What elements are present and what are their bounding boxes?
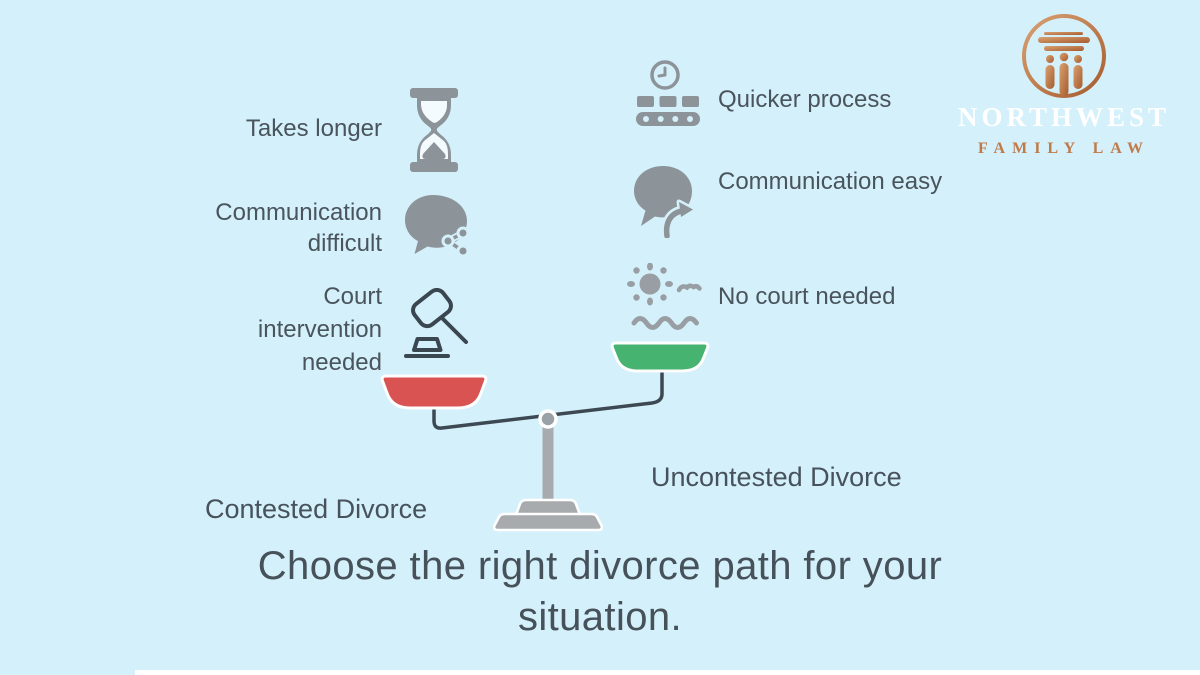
logo-name: NORTHWEST (957, 102, 1171, 132)
scale-pivot (538, 409, 558, 429)
scale-base-upper (514, 498, 582, 517)
scale-post (542, 420, 554, 505)
column-people-emblem-icon (1022, 14, 1106, 98)
speech-bubble-arrow-icon (630, 164, 696, 238)
northwest-family-law-logo: NORTHWEST FAMILY LAW (939, 10, 1189, 158)
no-court-needed-label: No court needed (718, 283, 896, 310)
communication-easy-label: Communication easy (718, 168, 943, 195)
logo-tagline: FAMILY LAW (977, 140, 1151, 157)
uncontested-divorce-label: Uncontested Divorce (651, 462, 902, 492)
speech-bubble-share-icon (402, 193, 470, 263)
hourglass-icon (404, 88, 464, 172)
gavel-icon (400, 288, 472, 368)
takes-longer-label: Takes longer (245, 115, 382, 142)
quicker-process-label: Quicker process (718, 86, 892, 113)
contested-pan (380, 374, 488, 410)
page-title: Choose the right divorce path for your s… (257, 544, 943, 639)
scale-base-lower (492, 512, 604, 532)
conveyor-clock-icon (636, 60, 700, 136)
communication-difficult-label: Communication difficult (215, 199, 382, 257)
uncontested-pan (610, 341, 710, 373)
bottom-white-strip (135, 670, 1200, 675)
sun-waves-icon (627, 263, 705, 335)
contested-divorce-label: Contested Divorce (205, 494, 428, 524)
court-intervention-label: Court intervention needed (257, 283, 382, 376)
